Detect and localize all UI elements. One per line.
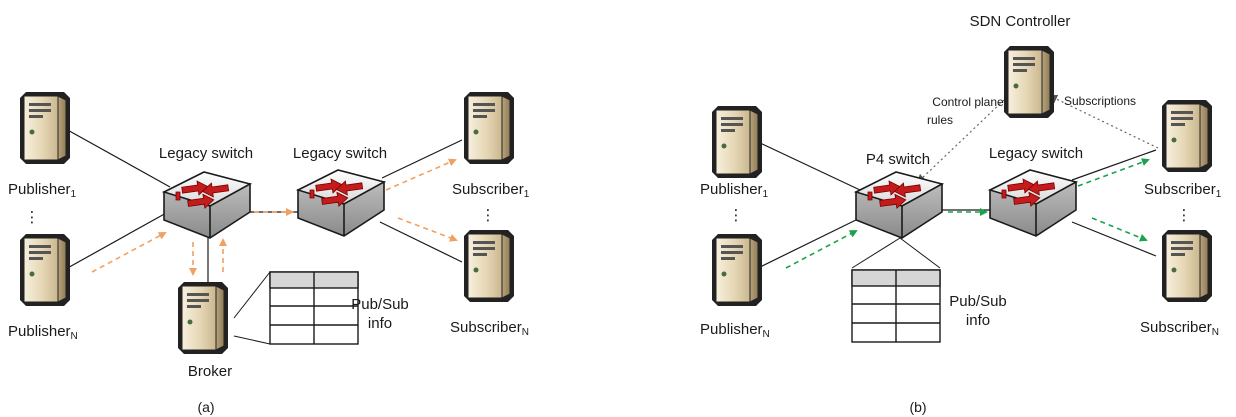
flow-arrow-to-subN <box>1091 217 1148 242</box>
subscriber-1-server-icon <box>463 91 515 165</box>
pubsub-table-icon <box>851 269 941 343</box>
legacy-switch-icon <box>989 169 1077 237</box>
pubsub-info-label-line2: info <box>368 315 392 332</box>
flow-arrow-pub-to-switch <box>91 232 167 273</box>
panel-a-caption: (a) <box>197 399 214 415</box>
sdn-controller-server-icon <box>1003 45 1055 119</box>
legacy-switch-2-icon <box>297 169 385 237</box>
link-legacy-sub1 <box>1071 149 1157 181</box>
link-legacy-subN <box>1071 221 1157 257</box>
publisher-1-label: Publisher1 <box>8 181 77 200</box>
publisher-ellipsis: ⋮ <box>25 209 40 226</box>
p4-switch-label: P4 switch <box>866 151 930 168</box>
legacy-switch-label: Legacy switch <box>989 145 1083 162</box>
table-callout-left <box>851 237 901 269</box>
broker-label: Broker <box>188 363 232 380</box>
table-callout-bottom <box>233 335 271 345</box>
panel-b: SDN Controller Control plane rules Subsc… <box>700 13 1222 415</box>
flow-arrow-to-subN <box>397 217 458 242</box>
publisher-n-label: PublisherN <box>8 323 78 342</box>
link-pub1-switch1 <box>63 127 171 188</box>
control-rules-label-line1: Control plane <box>932 95 1004 109</box>
flow-arrow-to-sub1 <box>1077 158 1150 187</box>
subscriber-ellipsis: ⋮ <box>1177 207 1192 224</box>
broker-server-icon <box>177 281 229 355</box>
p4-switch-icon <box>855 171 943 239</box>
link-pubN-switch1 <box>63 211 169 271</box>
subscriber-n-label: SubscriberN <box>450 319 529 338</box>
panel-b-caption: (b) <box>909 399 926 415</box>
left-switch-label: Legacy switch <box>159 145 253 162</box>
publisher-1-server-icon <box>19 91 71 165</box>
publisher-n-server-icon <box>19 233 71 307</box>
table-callout-top <box>233 271 271 319</box>
subscriber-1-server-icon <box>1161 99 1213 173</box>
subscriber-n-server-icon <box>463 229 515 303</box>
subscriber-n-label: SubscriberN <box>1140 319 1219 338</box>
subscriptions-label: Subscriptions <box>1064 94 1136 108</box>
subscriber-1-label: Subscriber1 <box>1144 181 1222 200</box>
table-callout-right <box>899 237 941 269</box>
link-switch2-sub1 <box>381 139 463 179</box>
publisher-1-server-icon <box>711 105 763 179</box>
pubsub-table-icon <box>269 271 359 345</box>
subscriber-ellipsis: ⋮ <box>481 207 496 224</box>
publisher-n-label: PublisherN <box>700 321 770 340</box>
legacy-switch-1-icon <box>163 171 251 239</box>
publisher-n-server-icon <box>711 233 763 307</box>
flow-arrow-to-sub1 <box>385 158 457 191</box>
panel-a: Legacy switch Legacy switch Publisher1 ⋮… <box>8 91 530 415</box>
subscriber-n-server-icon <box>1161 229 1213 303</box>
sdn-controller-label: SDN Controller <box>970 13 1071 30</box>
pubsub-info-label-line2: info <box>966 312 990 329</box>
link-switch2-subN <box>379 221 463 263</box>
publisher-1-label: Publisher1 <box>700 181 769 200</box>
link-pub1-p4 <box>757 141 861 191</box>
publisher-ellipsis: ⋮ <box>729 207 744 224</box>
link-pubN-p4 <box>757 217 861 269</box>
control-rules-label-line2: rules <box>927 113 953 127</box>
pubsub-info-label-line1: Pub/Sub <box>949 293 1007 310</box>
pubsub-info-label-line1: Pub/Sub <box>351 296 409 313</box>
right-switch-label: Legacy switch <box>293 145 387 162</box>
flow-arrow-pub-to-p4 <box>785 230 858 269</box>
subscriber-1-label: Subscriber1 <box>452 181 530 200</box>
